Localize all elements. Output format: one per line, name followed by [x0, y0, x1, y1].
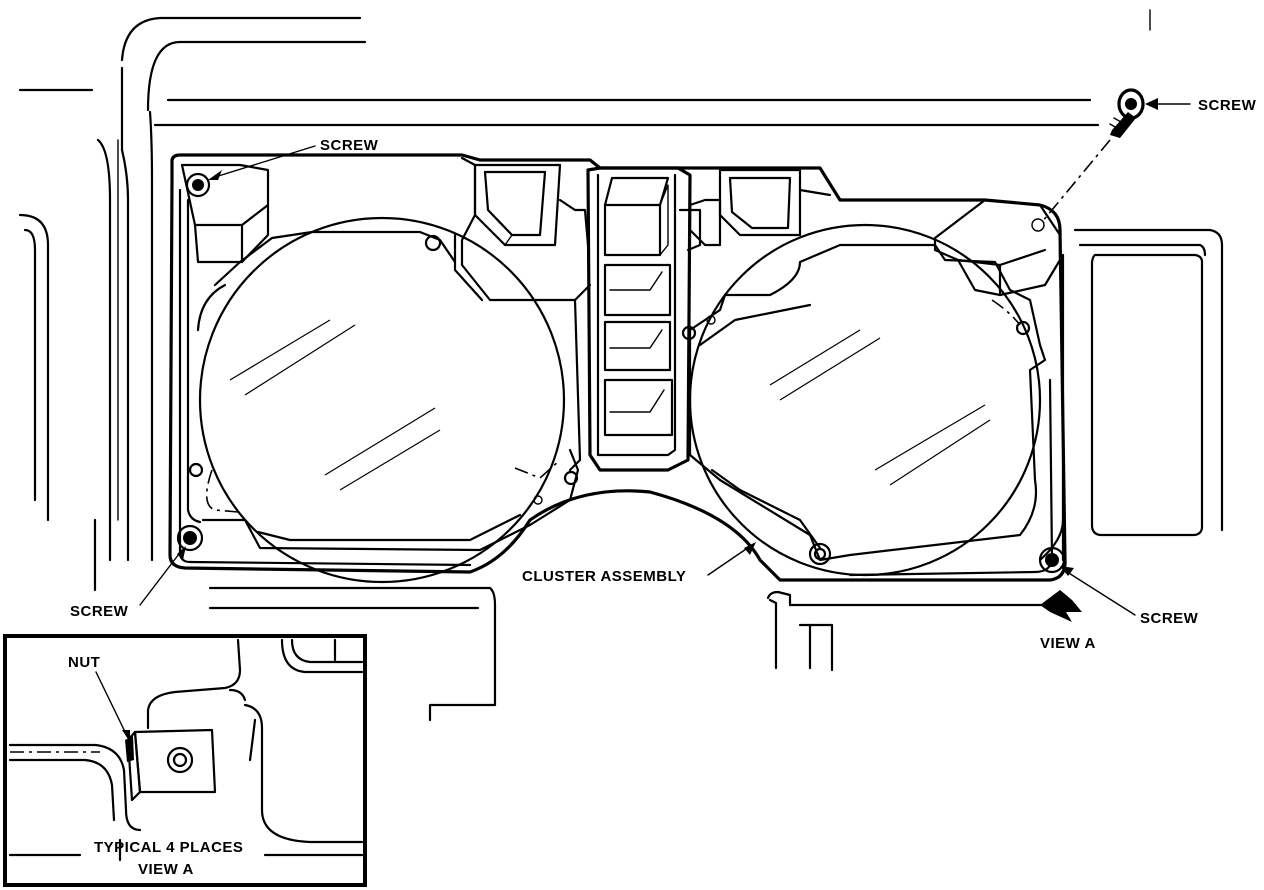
label-screw-bottom-right: SCREW	[1140, 610, 1199, 627]
left-mount-block	[180, 163, 270, 264]
dashboard-outline	[18, 9, 1224, 722]
left-gauge-lens	[198, 216, 566, 584]
label-screw-bottom-left: SCREW	[70, 603, 129, 620]
label-screw-top-left: SCREW	[320, 137, 379, 154]
screw-bottom-left-icon	[176, 524, 204, 552]
label-view-a: VIEW A	[1040, 635, 1096, 652]
screw-bottom-right-icon	[1038, 546, 1066, 574]
right-mount-block	[933, 198, 1062, 297]
inset-label-nut: NUT	[68, 654, 100, 671]
nut-icon	[125, 728, 217, 802]
cluster-housing	[168, 153, 1067, 582]
label-cluster-assembly: CLUSTER ASSEMBLY	[522, 568, 686, 585]
leader-lines	[139, 98, 1191, 616]
view-a-arrow-icon	[1040, 590, 1082, 622]
center-vents	[603, 176, 674, 437]
screw-top-right-icon	[1031, 88, 1145, 232]
mounting-holes	[188, 234, 1031, 566]
screw-top-left-icon	[185, 172, 211, 198]
right-gauge-lens	[514, 223, 1042, 577]
inset-view-a: NUT TYPICAL 4 PLACES VIEW A	[3, 634, 367, 887]
inset-caption-line1: TYPICAL 4 PLACES	[94, 839, 243, 856]
label-screw-top-right: SCREW	[1198, 97, 1257, 114]
inset-caption-line2: VIEW A	[138, 861, 194, 878]
top-vents	[453, 156, 832, 472]
